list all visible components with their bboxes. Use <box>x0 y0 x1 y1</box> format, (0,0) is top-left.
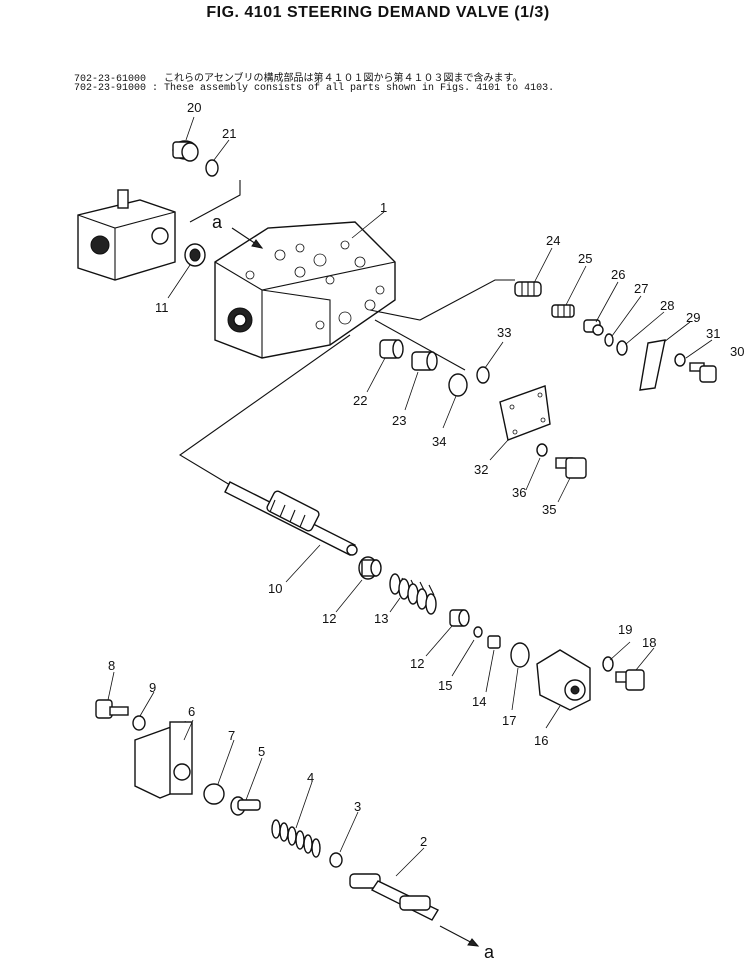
callout-11: 11 <box>155 300 169 315</box>
figure-title: FIG. 4101 STEERING DEMAND VALVE (1/3) <box>206 4 550 21</box>
callout-23: 23 <box>392 413 406 428</box>
callout-8: 8 <box>108 658 115 673</box>
o-ring-part-17 <box>510 642 530 668</box>
callout-34: 34 <box>432 434 446 449</box>
callout-20: 20 <box>187 100 201 115</box>
callout-3: 3 <box>354 799 361 814</box>
o-ring-part-21 <box>205 159 219 177</box>
sleeve-part-23 <box>411 351 438 371</box>
spring-part-4 <box>271 819 321 858</box>
reference-mark-a-bottom: a <box>484 942 495 959</box>
callout-31: 31 <box>706 326 720 341</box>
reference-mark-a-top: a <box>212 212 223 232</box>
callout-5: 5 <box>258 744 265 759</box>
assembly-note-japanese: 702-23-61000 これらのアセンブリの構成部品は第４１０１図から第４１０… <box>74 74 523 85</box>
callout-14: 14 <box>472 694 486 709</box>
valve-body-part-1 <box>214 221 396 359</box>
washer-part-28 <box>616 340 628 356</box>
callout-26: 26 <box>611 267 625 282</box>
washer-part-15 <box>473 626 483 638</box>
spring-part-13 <box>389 573 437 615</box>
bolt-part-30 <box>689 362 717 383</box>
callout-18: 18 <box>642 635 656 650</box>
callout-7: 7 <box>228 728 235 743</box>
poppet-part-26 <box>583 319 604 336</box>
plate-part-29 <box>639 339 666 391</box>
plug-part-20 <box>172 140 199 162</box>
callout-16: 16 <box>534 733 548 748</box>
o-ring-part-27 <box>604 333 614 347</box>
o-ring-part-7 <box>203 783 225 805</box>
spool-part-10 <box>224 481 358 556</box>
washer-part-9 <box>132 715 146 731</box>
washer-part-36 <box>536 443 548 457</box>
callout-28: 28 <box>660 298 674 313</box>
callout-1: 1 <box>380 200 387 215</box>
callout-29: 29 <box>686 310 700 325</box>
bolt-part-8 <box>95 699 129 719</box>
spring-part-24 <box>514 281 542 297</box>
callout-36: 36 <box>512 485 526 500</box>
callout-21: 21 <box>222 126 236 141</box>
callout-25: 25 <box>578 251 592 266</box>
callout-4: 4 <box>307 770 314 785</box>
cover-part-32 <box>499 385 551 441</box>
washer-part-19 <box>602 656 614 672</box>
callout-17: 17 <box>502 713 516 728</box>
callout-19: 19 <box>618 622 632 637</box>
callout-10: 10 <box>268 581 282 596</box>
plug-part-11 <box>184 243 206 267</box>
sleeve-part-22 <box>379 339 404 359</box>
callout-12-lower: 12 <box>410 656 424 671</box>
assembly-note-english: 702-23-91000 : These assembly consists o… <box>74 83 555 94</box>
washer-part-31 <box>674 353 686 367</box>
retainer-part-12-lower <box>449 609 470 627</box>
cover-part-16 <box>536 649 591 711</box>
spool-part-2 <box>349 873 439 921</box>
callout-9: 9 <box>149 680 156 695</box>
bolt-part-18 <box>615 669 645 691</box>
callout-22: 22 <box>353 393 367 408</box>
callout-13: 13 <box>374 611 388 626</box>
callout-15: 15 <box>438 678 452 693</box>
callout-33: 33 <box>497 325 511 340</box>
spring-part-25 <box>551 304 575 318</box>
bolt-part-35 <box>555 457 587 479</box>
leader-lines <box>107 116 713 877</box>
callout-2: 2 <box>420 834 427 849</box>
callout-6: 6 <box>188 704 195 719</box>
callout-35: 35 <box>542 502 556 517</box>
callout-labels: 20 21 1 11 24 25 26 27 28 29 31 30 22 23… <box>108 100 744 959</box>
valve-body-side-block <box>77 189 176 281</box>
callout-32: 32 <box>474 462 488 477</box>
screw-part-14 <box>487 635 501 649</box>
callout-12-upper: 12 <box>322 611 336 626</box>
callout-30: 30 <box>730 344 744 359</box>
callout-24: 24 <box>546 233 560 248</box>
o-ring-part-33 <box>476 366 490 384</box>
cover-part-6 <box>134 721 193 799</box>
callout-27: 27 <box>634 281 648 296</box>
retainer-part-12-upper <box>358 556 382 580</box>
piston-part-5 <box>230 796 261 816</box>
washer-part-3 <box>329 852 343 868</box>
o-ring-part-34 <box>448 373 468 397</box>
